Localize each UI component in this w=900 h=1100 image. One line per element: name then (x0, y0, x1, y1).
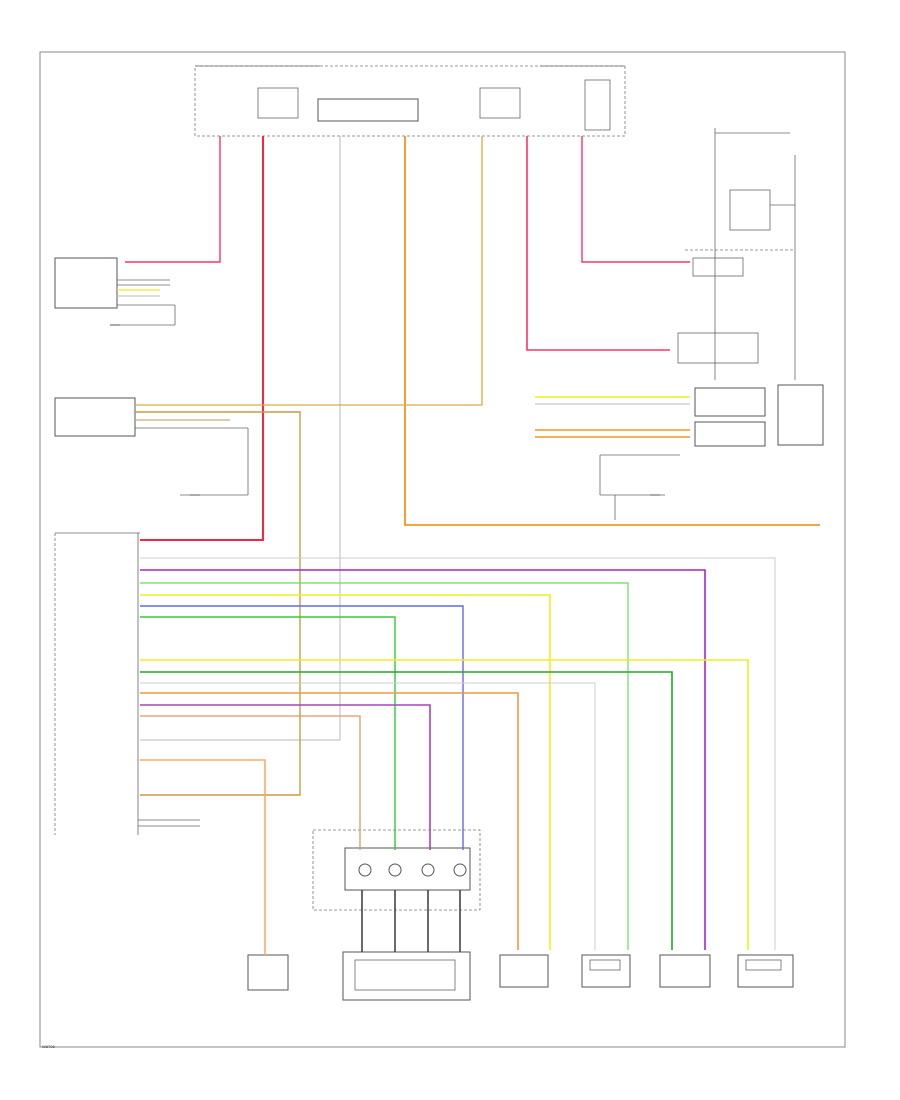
top-module (194, 65, 626, 137)
wire-tan (135, 136, 483, 406)
wire-yellow (140, 594, 551, 950)
wire-blue (140, 605, 464, 850)
connector-icon (453, 863, 467, 877)
right-upper-module (685, 128, 796, 380)
wire-pink (526, 136, 670, 351)
left-upper-module (54, 257, 176, 326)
right-middle-module (599, 332, 824, 520)
bottom-left-unit (247, 954, 289, 991)
wire-orange (404, 136, 820, 526)
wire-pink (581, 136, 690, 263)
wire-tan (140, 715, 361, 850)
wire-grey (140, 682, 596, 950)
wire-purple (140, 704, 431, 850)
wire-pink (125, 136, 221, 263)
bottom-right-unit-1 (499, 954, 549, 988)
wire-yellow (140, 659, 749, 950)
wire-green (140, 616, 396, 850)
wire-brown (135, 411, 301, 796)
diagram-frame (39, 51, 846, 1048)
ground-icon (110, 324, 660, 496)
connector-icon (421, 863, 435, 877)
wire-grey (140, 136, 341, 741)
wire-red (140, 136, 264, 541)
connector-icon (358, 863, 372, 877)
bottom-right-unit-4 (737, 954, 794, 988)
wire-orange (140, 692, 519, 950)
connector-icon (388, 863, 402, 877)
diagram-code: W8706 (42, 1044, 55, 1049)
bottom-center-unit (342, 951, 471, 1001)
wire-orange-light (140, 759, 266, 955)
wire-purple (140, 569, 706, 950)
bottom-right-unit-2 (581, 954, 631, 988)
wire-green-dark (140, 671, 673, 950)
bottom-right-unit-3 (659, 954, 711, 988)
left-main-module (54, 532, 200, 835)
wire-grey (140, 557, 776, 950)
left-middle-module (54, 397, 249, 496)
wire-green (140, 582, 629, 950)
center-clockspring (312, 829, 481, 911)
